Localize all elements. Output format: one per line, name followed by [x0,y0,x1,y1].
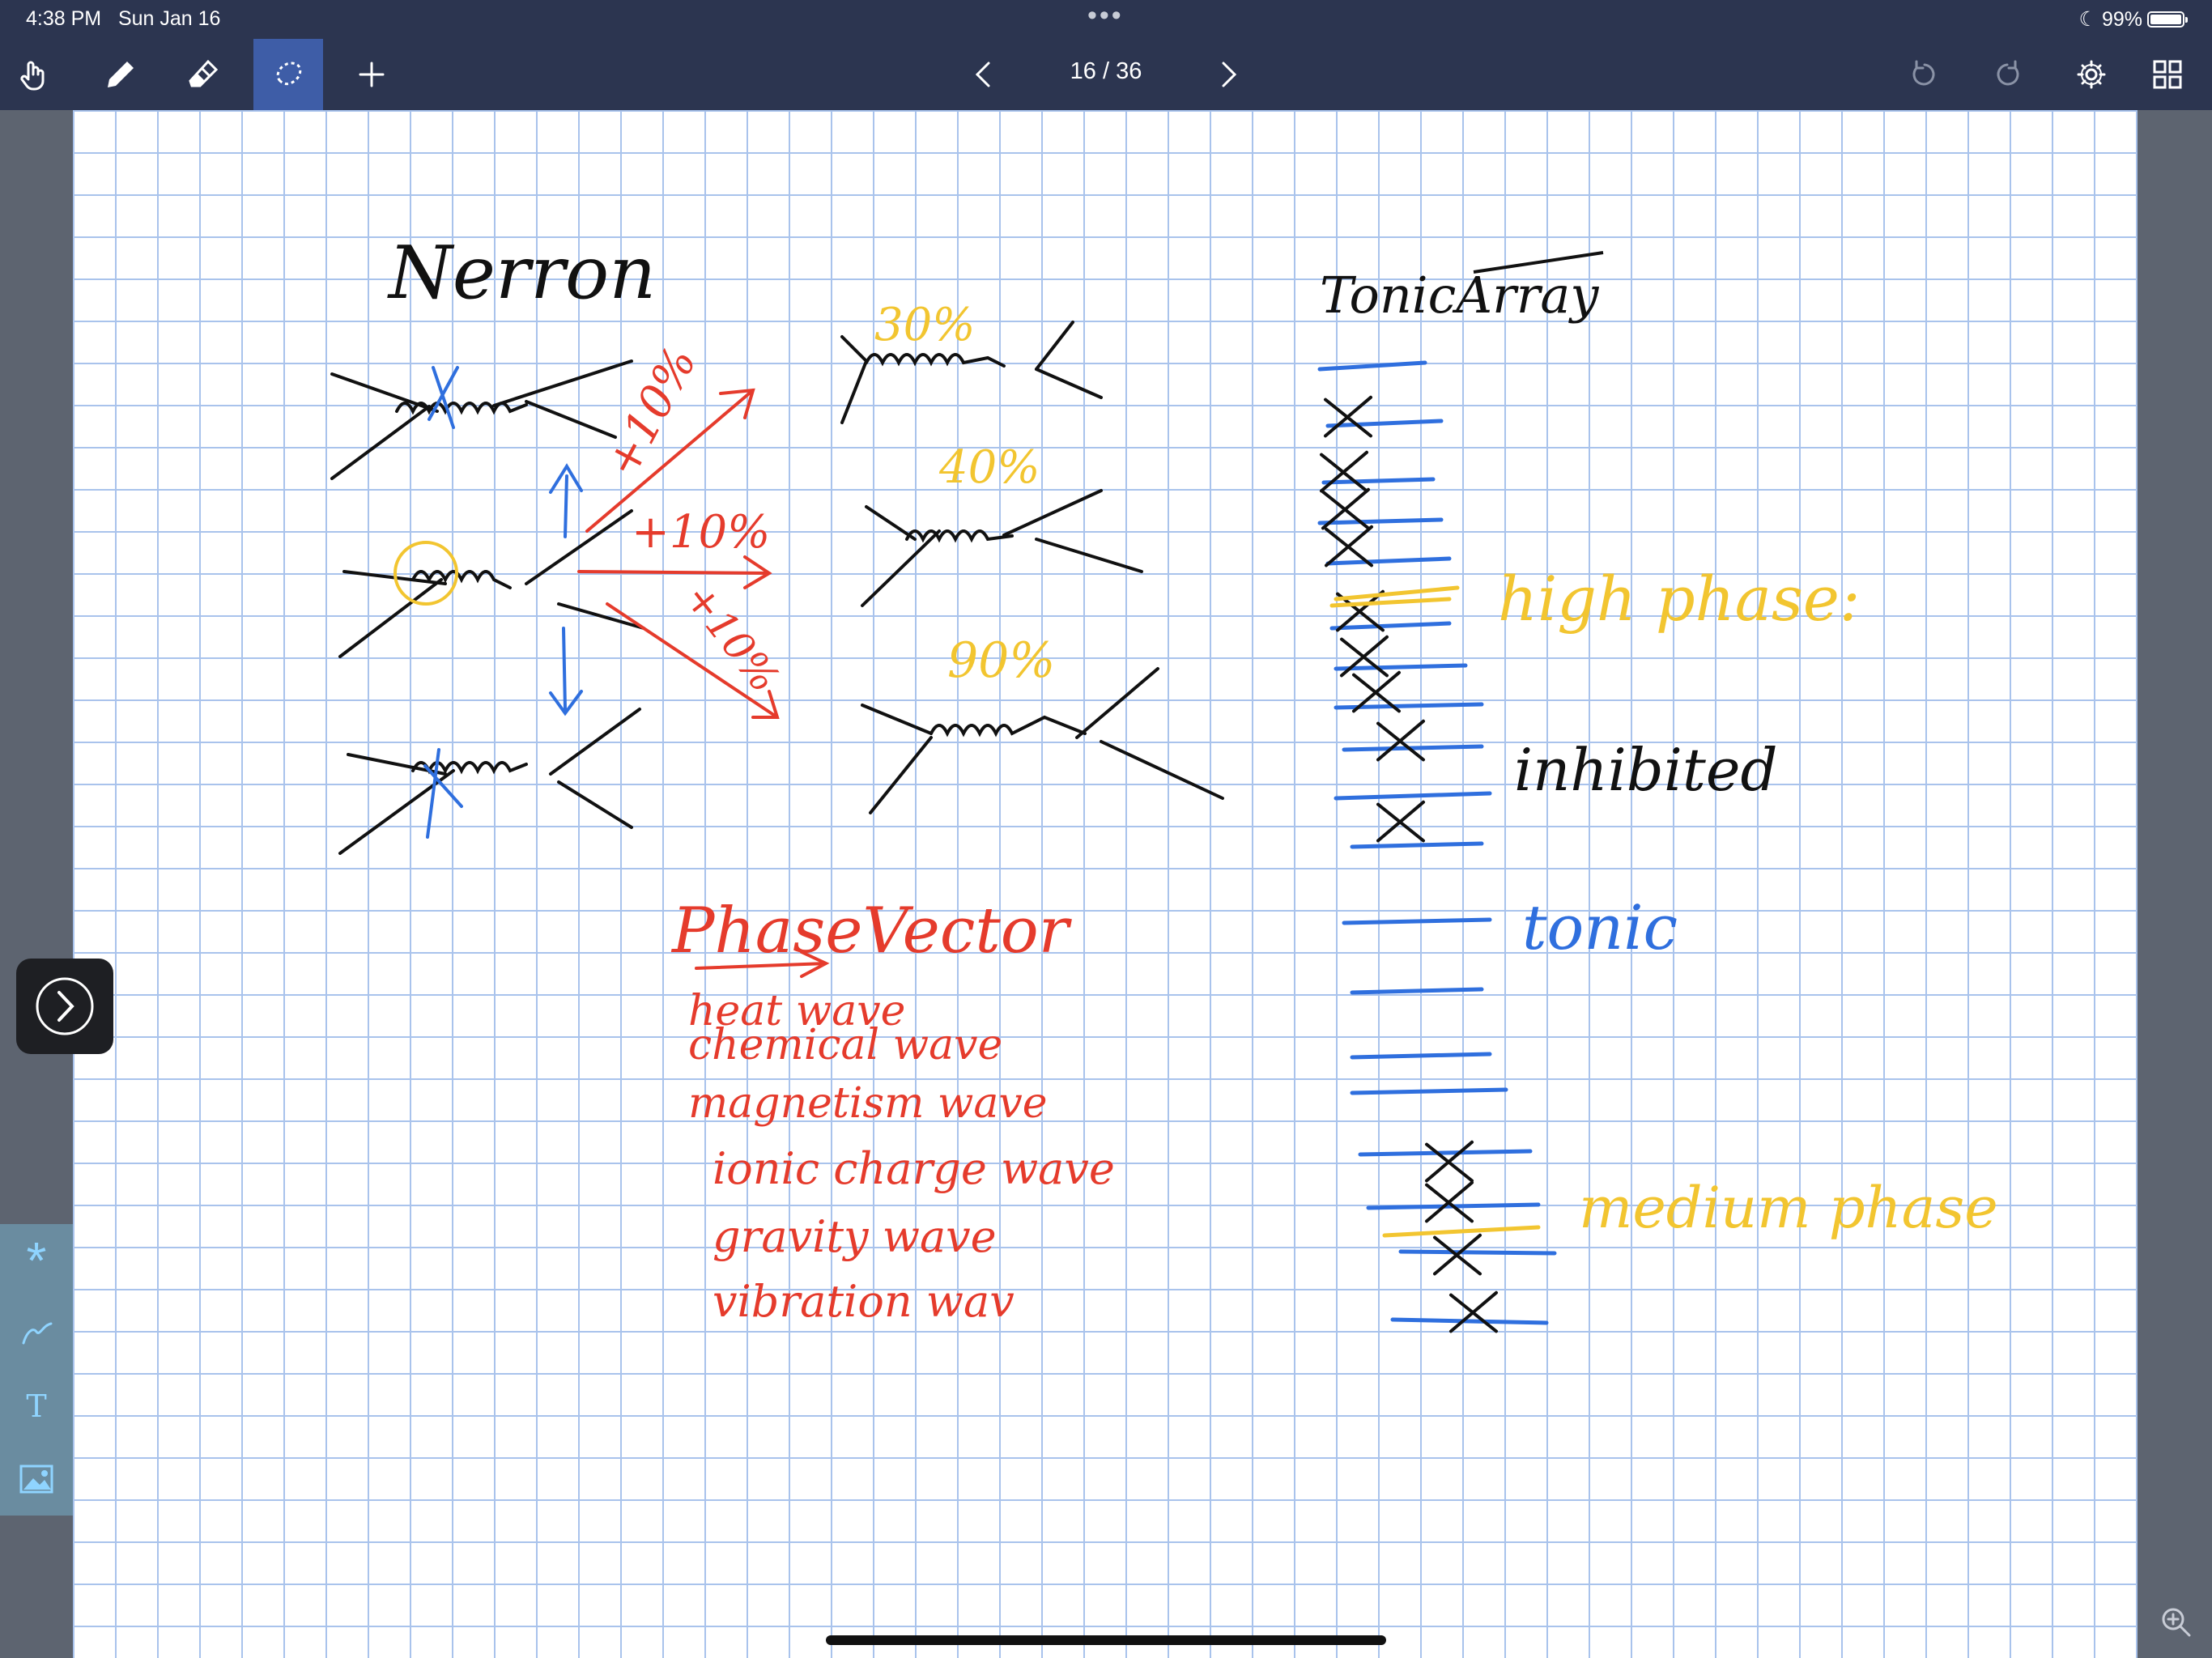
cross-mark [1433,1233,1482,1276]
settings-button[interactable] [2057,39,2126,110]
toolbar: 16 / 36 [0,39,2212,110]
cross-mark [1325,525,1373,568]
title-text: Nerron [387,231,656,316]
home-indicator [826,1635,1386,1645]
tonic-line [1329,621,1452,631]
redo-icon [1997,60,2019,86]
medium-phase-label: medium phase [1579,1175,1998,1241]
moon-icon: ☾ [2078,8,2097,31]
tool-palette: * T [0,1224,73,1516]
ink-icon [22,1322,53,1345]
tonic-line [1325,419,1444,428]
chevron-left-icon [975,62,990,87]
tonic-line [1317,360,1427,372]
hand-tool-button[interactable] [0,39,70,110]
add-button[interactable] [337,39,406,110]
plus-label-2: +10% [632,506,770,559]
list-item: heat wave [688,987,905,1035]
list-item: chemical wave [688,1021,1002,1069]
plus-label-1: +10% [596,338,708,486]
previous-page-button[interactable] [949,39,1019,110]
cross-mark [1425,1140,1474,1183]
cross-mark [1352,670,1401,713]
lasso-tool-button[interactable] [253,39,323,110]
tonic-line [1342,744,1484,752]
chevron-right-icon [1222,62,1237,87]
favorites-button[interactable]: * [0,1224,73,1297]
tonic-line [1350,987,1484,995]
hand-icon [20,61,45,91]
gear-icon [2077,60,2106,89]
undo-button[interactable] [1890,39,1959,110]
page-indicator[interactable]: 16 / 36 [1070,58,1142,84]
tonic-line [1321,477,1436,485]
pen-tool-button[interactable] [86,39,155,110]
plus-icon [359,62,385,87]
high-phase-label: high phase: [1498,563,1861,635]
zoom-icon[interactable] [2159,1605,2194,1640]
chevron-right-circle-icon [36,977,94,1035]
eraser-icon [189,59,219,87]
cross-mark [1449,1290,1498,1333]
tonic-line [1398,1249,1557,1256]
battery-indicator: ☾ 99% [2078,7,2188,32]
list-item: gravity wave [713,1211,997,1262]
list-item: ionic charge wave [713,1143,1115,1194]
tonic-line [1390,1317,1549,1325]
redo-button[interactable] [1972,39,2042,110]
tonic-line [1350,1087,1508,1095]
cross-mark [1321,487,1370,530]
eraser-tool-button[interactable] [168,39,238,110]
phase-vector-heading: PhaseVector [670,895,1073,967]
sidebar-toggle-button[interactable] [16,959,113,1054]
undo-icon [1912,60,1935,86]
handwriting-layer: Nerron +10% +10% +10% [330,231,1998,1333]
image-icon [19,1465,53,1494]
plus-label-3: +10% [675,575,789,701]
list-item: magnetism wave [688,1079,1048,1128]
next-page-button[interactable] [1193,39,1263,110]
tonic-line [1334,791,1492,801]
highlight-circle [393,541,458,606]
tonic-line [1358,1149,1533,1157]
tonic-line [1317,517,1444,525]
cross-mark [1376,719,1425,762]
list-item: vibration wav [713,1276,1015,1327]
cross-mark [1425,1180,1474,1223]
cross-mark [1320,450,1368,493]
tonic-line [1334,663,1468,671]
asterisk-icon: * [26,1231,47,1290]
inhibited-label: inhibited [1514,736,1778,804]
multitasking-dots[interactable]: ••• [1087,0,1124,31]
ink-tool-button[interactable] [0,1297,73,1370]
tonic-line [1350,841,1484,849]
tonic-label: tonic [1522,891,1678,963]
text-tool-button[interactable]: T [0,1370,73,1443]
array-title: TonicArray [1320,266,1599,325]
percent-label-2: 40% [938,441,1040,494]
note-canvas[interactable]: Nerron +10% +10% +10% [73,110,2138,1658]
lasso-icon [276,62,302,86]
tonic-line [1342,917,1492,925]
page-grid-button[interactable] [2133,39,2202,110]
cross-mark [1340,635,1389,678]
percent-label-3: 90% [947,632,1055,689]
status-time: 4:38 PM Sun Jan 16 [26,7,221,30]
pen-icon [108,62,134,87]
image-tool-button[interactable] [0,1443,73,1516]
tonic-line [1350,1052,1492,1060]
battery-percent: 99% [2101,7,2142,31]
status-bar: 4:38 PM Sun Jan 16 ••• ☾ 99% [0,0,2212,39]
tonic-line [1325,556,1452,566]
percent-label-1: 30% [874,299,975,351]
text-icon: T [26,1388,47,1424]
cross-mark [1376,800,1425,843]
cross-mark [1324,395,1372,438]
grid-icon [2153,60,2182,89]
battery-icon [2147,11,2188,28]
